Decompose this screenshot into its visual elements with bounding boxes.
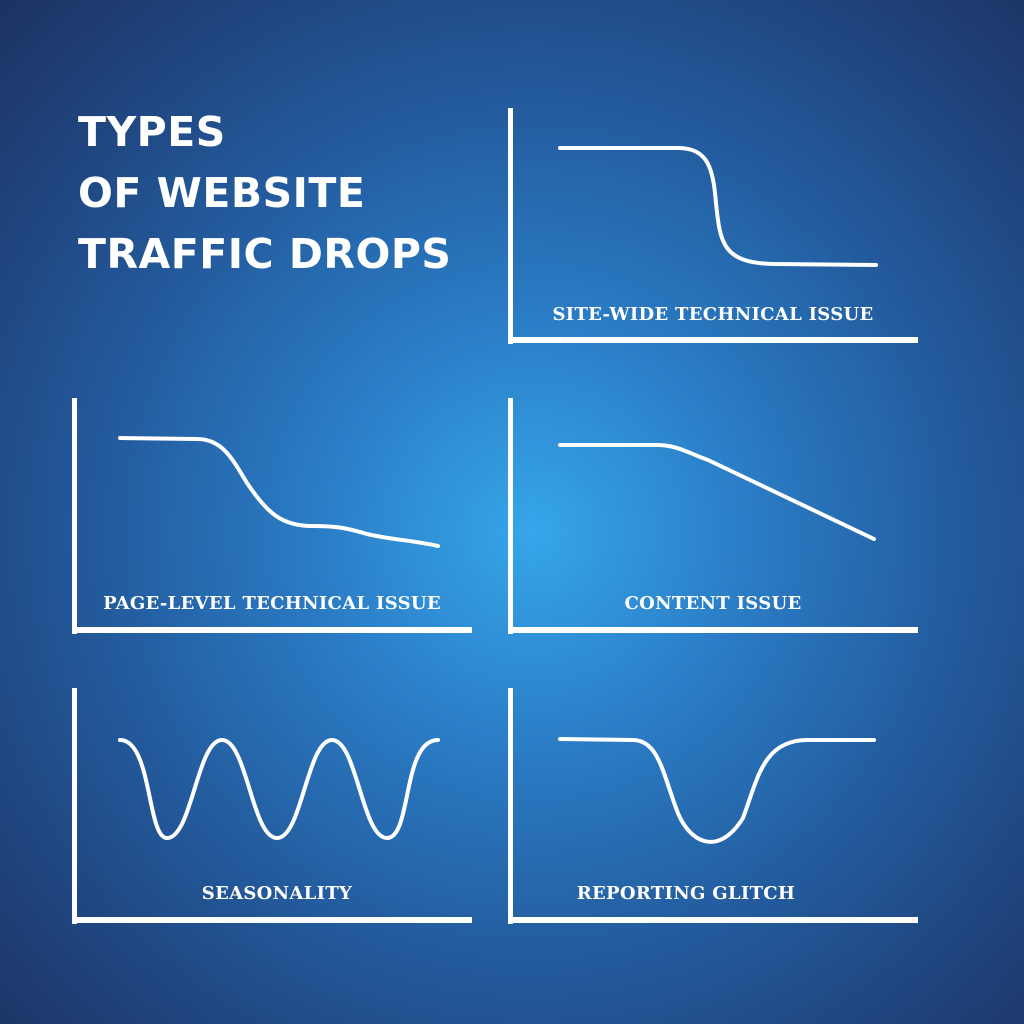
y-axis-line xyxy=(508,688,513,924)
site-wide-chart xyxy=(508,108,918,344)
seasonality-chart xyxy=(72,688,472,924)
page-title: TYPES OF WEBSITE TRAFFIC DROPS xyxy=(78,102,451,285)
x-axis-line xyxy=(508,917,918,923)
y-axis-line xyxy=(72,688,77,924)
traffic-curve xyxy=(558,443,876,541)
title-line-2: OF WEBSITE xyxy=(78,169,366,217)
panel-label: PAGE-LEVEL TECHNICAL ISSUE xyxy=(103,593,441,614)
x-axis-line xyxy=(72,917,472,923)
y-axis-line xyxy=(508,108,513,344)
panel-site-wide: SITE-WIDE TECHNICAL ISSUE xyxy=(508,108,918,344)
traffic-curve xyxy=(118,738,440,840)
panel-label: SITE-WIDE TECHNICAL ISSUE xyxy=(552,304,874,325)
panel-label: SEASONALITY xyxy=(201,883,353,904)
x-axis-line xyxy=(508,627,918,633)
panel-page-level: PAGE-LEVEL TECHNICAL ISSUE xyxy=(72,398,482,634)
y-axis-line xyxy=(72,398,77,634)
traffic-curve xyxy=(558,146,878,267)
panel-label: REPORTING GLITCH xyxy=(576,883,796,904)
x-axis-line xyxy=(508,337,918,343)
panel-seasonality: SEASONALITY xyxy=(72,688,482,924)
panel-label: CONTENT ISSUE xyxy=(624,593,802,614)
page-level-chart xyxy=(72,398,472,634)
content-chart xyxy=(508,398,918,634)
panel-reporting: REPORTING GLITCH xyxy=(508,688,918,924)
title-line-3: TRAFFIC DROPS xyxy=(78,230,452,278)
title-line-1: TYPES xyxy=(78,108,226,156)
traffic-curve xyxy=(118,436,440,548)
traffic-curve xyxy=(558,737,876,844)
y-axis-line xyxy=(508,398,513,634)
reporting-chart xyxy=(508,688,918,924)
x-axis-line xyxy=(72,627,472,633)
panel-content: CONTENT ISSUE xyxy=(508,398,918,634)
